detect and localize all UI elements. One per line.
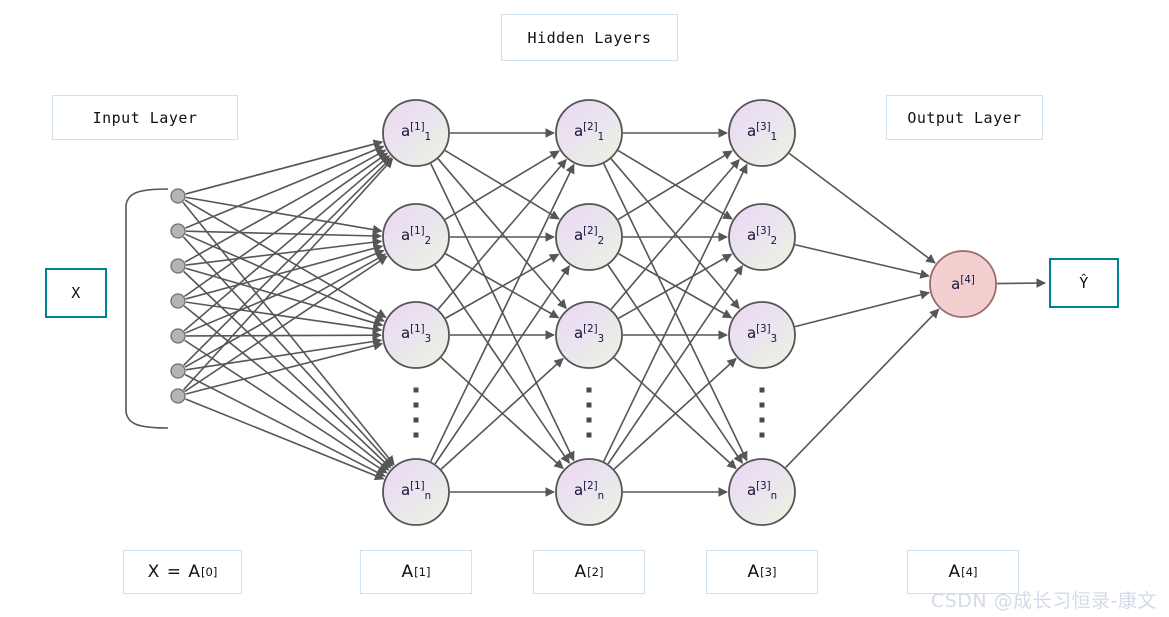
box-x-input: X bbox=[45, 268, 107, 318]
activation-label-base: A bbox=[747, 562, 761, 582]
connection-edges bbox=[182, 128, 1046, 497]
neuron-l1-1 bbox=[382, 99, 450, 167]
ellipsis-dot-l1-1 bbox=[413, 387, 419, 393]
neuron-l2-2 bbox=[555, 203, 623, 271]
ellipsis-dot-l3-2 bbox=[759, 402, 765, 408]
input-nodes bbox=[170, 188, 186, 404]
input-node-4 bbox=[170, 293, 186, 309]
ellipsis-dot-l2-2 bbox=[586, 402, 592, 408]
box-input-layer: Input Layer bbox=[52, 95, 238, 140]
ellipsis-dot-l2-4 bbox=[586, 432, 592, 438]
neuron-l3-2 bbox=[728, 203, 796, 271]
neuron-l2-1 bbox=[555, 99, 623, 167]
activation-label-a4: A[4] bbox=[907, 550, 1019, 594]
input-brace bbox=[125, 188, 169, 429]
neuron-output bbox=[929, 250, 997, 318]
box-y-hat-output-label: Ŷ bbox=[1079, 274, 1089, 292]
activation-label-superscript: [3] bbox=[760, 565, 777, 579]
neuron-l1-n bbox=[382, 458, 450, 526]
activation-label-a1: A[1] bbox=[360, 550, 472, 594]
box-output-layer: Output Layer bbox=[886, 95, 1043, 140]
input-node-7 bbox=[170, 388, 186, 404]
neuron-l3-n bbox=[728, 458, 796, 526]
activation-label-superscript: [1] bbox=[414, 565, 431, 579]
neuron-l2-3 bbox=[555, 301, 623, 369]
input-node-1 bbox=[170, 188, 186, 204]
activation-label-base: A bbox=[574, 562, 588, 582]
ellipsis-dot-l1-3 bbox=[413, 417, 419, 423]
ellipsis-dot-l1-2 bbox=[413, 402, 419, 408]
box-y-hat-output: Ŷ bbox=[1049, 258, 1119, 308]
activation-label-superscript: [4] bbox=[961, 565, 978, 579]
box-output-layer-label: Output Layer bbox=[907, 108, 1022, 127]
watermark: CSDN @成长习恒录-康文 bbox=[930, 590, 1157, 612]
ellipsis-dot-l1-4 bbox=[413, 432, 419, 438]
ellipsis-dot-l3-1 bbox=[759, 387, 765, 393]
input-node-5 bbox=[170, 328, 186, 344]
ellipsis-dot-l3-4 bbox=[759, 432, 765, 438]
activation-label-superscript: [0] bbox=[200, 565, 218, 579]
box-hidden-layers-label: Hidden Layers bbox=[527, 28, 652, 47]
ellipsis-dot-l3-3 bbox=[759, 417, 765, 423]
input-node-3 bbox=[170, 258, 186, 274]
activation-label-base: X = A bbox=[147, 562, 201, 582]
neuron-l1-2 bbox=[382, 203, 450, 271]
ellipsis-dot-l2-3 bbox=[586, 417, 592, 423]
neuron-l2-n bbox=[555, 458, 623, 526]
box-input-layer-label: Input Layer bbox=[92, 108, 198, 127]
box-x-input-label: X bbox=[71, 284, 81, 302]
neuron-circles bbox=[382, 99, 997, 526]
vertical-ellipses bbox=[413, 387, 765, 438]
activation-label-base: A bbox=[401, 562, 415, 582]
activation-label-a0: X = A[0] bbox=[123, 550, 242, 594]
activation-label-base: A bbox=[948, 562, 962, 582]
activation-label-a2: A[2] bbox=[533, 550, 645, 594]
ellipsis-dot-l2-1 bbox=[586, 387, 592, 393]
activation-label-superscript: [2] bbox=[587, 565, 604, 579]
neuron-l1-3 bbox=[382, 301, 450, 369]
input-node-2 bbox=[170, 223, 186, 239]
input-node-6 bbox=[170, 363, 186, 379]
neuron-l3-1 bbox=[728, 99, 796, 167]
neuron-l3-3 bbox=[728, 301, 796, 369]
box-hidden-layers: Hidden Layers bbox=[501, 14, 678, 61]
activation-label-a3: A[3] bbox=[706, 550, 818, 594]
